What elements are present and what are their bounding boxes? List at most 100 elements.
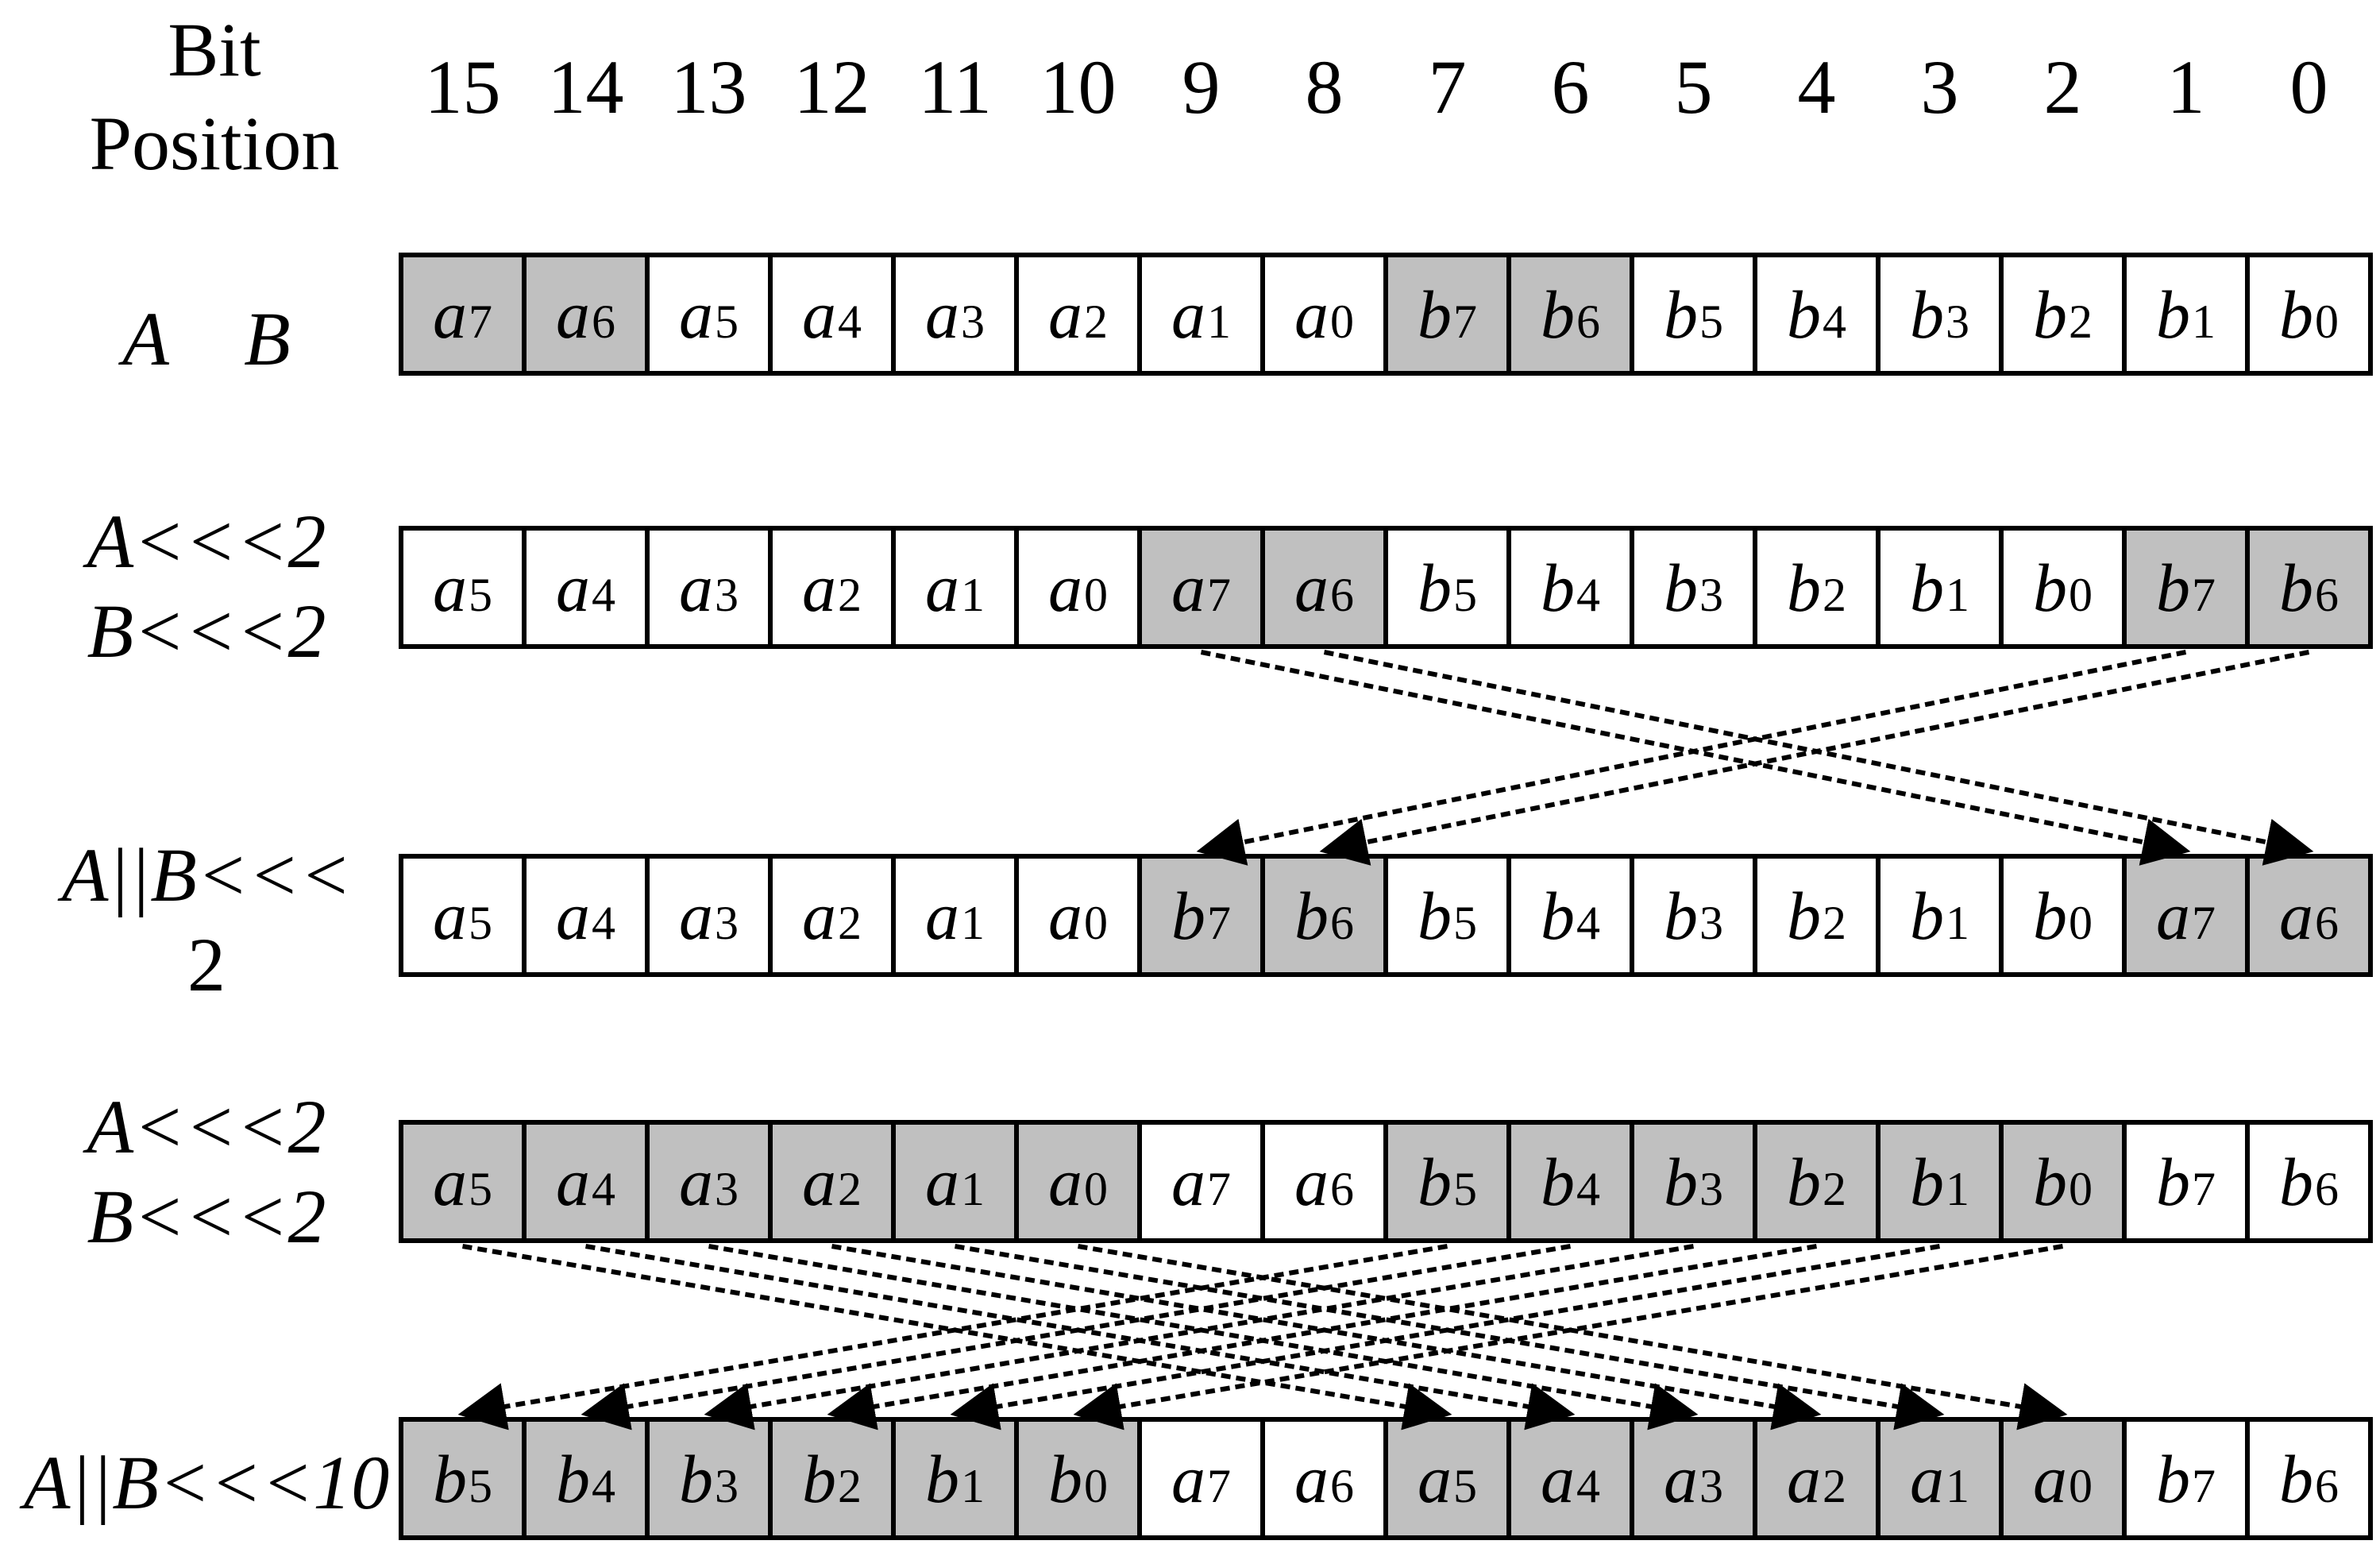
bit-subscript: 1	[2192, 295, 2216, 348]
bit-variable: b	[1787, 276, 1821, 353]
bit-variable: b	[2156, 1143, 2190, 1220]
bit-variable: a	[2033, 1440, 2067, 1517]
bit-subscript: 6	[1330, 897, 1354, 949]
bit-subscript: 0	[1084, 1163, 1108, 1215]
bit-subscript: 4	[592, 1163, 615, 1215]
bit-subscript: 6	[2315, 897, 2339, 949]
bit-variable: a	[2156, 877, 2190, 954]
bit-subscript: 7	[469, 295, 492, 348]
bit-variable: b	[1541, 877, 1575, 954]
bit-subscript: 2	[1823, 897, 1846, 949]
bit-subscript: 1	[1946, 1163, 1969, 1215]
bit-variable: b	[2156, 1440, 2190, 1517]
bit-subscript: 1	[961, 569, 985, 621]
bit-subscript: 5	[1453, 897, 1477, 949]
bit-subscript: 3	[1699, 1163, 1723, 1215]
row-label-line: A B	[122, 296, 291, 381]
bit-position-8: 8	[1305, 44, 1344, 129]
bit-subscript: 5	[469, 897, 492, 949]
bit-variable: a	[1294, 1143, 1329, 1220]
bit-variable: b	[2156, 549, 2190, 626]
bit-position-4: 4	[1797, 44, 1836, 129]
bit-subscript: 3	[715, 569, 739, 621]
bit-subscript: 3	[1699, 569, 1723, 621]
bit-subscript: 1	[1946, 569, 1969, 621]
bit-subscript: 0	[1330, 295, 1354, 348]
bit-subscript: 2	[1823, 569, 1846, 621]
bit-subscript: 0	[2069, 1163, 2093, 1215]
bit-variable: a	[1664, 1440, 1698, 1517]
bit-variable: a	[1171, 276, 1205, 353]
bit-subscript: 3	[1946, 295, 1969, 348]
bit-variable: a	[556, 276, 590, 353]
bit-variable: a	[433, 549, 467, 626]
bit-subscript: 7	[2192, 569, 2216, 621]
bit-position-0: 0	[2289, 44, 2328, 129]
bit-position-3: 3	[1920, 44, 1959, 129]
bit-subscript: 2	[1823, 1460, 1846, 1512]
bit-subscript: 6	[592, 295, 615, 348]
bit-variable: b	[1664, 877, 1698, 954]
row-label-line: A<<<2	[87, 499, 326, 584]
bit-subscript: 4	[1576, 1460, 1600, 1512]
bit-subscript: 7	[2192, 897, 2216, 949]
bit-subscript: 3	[715, 897, 739, 949]
bit-subscript: 7	[1453, 295, 1477, 348]
bit-subscript: 2	[1084, 295, 1108, 348]
bit-position-6: 6	[1551, 44, 1590, 129]
bit-label-line1: Bit	[168, 7, 261, 92]
row-label-line: B<<<2	[87, 589, 326, 674]
bit-variable: b	[433, 1440, 467, 1517]
bit-subscript: 7	[1207, 1163, 1231, 1215]
bit-subscript: 6	[2315, 569, 2339, 621]
bit-subscript: 5	[469, 1163, 492, 1215]
bit-variable: a	[1048, 549, 1082, 626]
bit-variable: b	[1787, 877, 1821, 954]
bit-variable: a	[1294, 549, 1329, 626]
row-label-4: A||B<<<10	[0, 1438, 413, 1527]
bit-variable: b	[2033, 276, 2067, 353]
bit-variable: b	[802, 1440, 836, 1517]
bit-subscript: 3	[961, 295, 985, 348]
bit-subscript: 4	[1576, 1163, 1600, 1215]
bit-subscript: 0	[1084, 569, 1108, 621]
bit-variable: a	[433, 877, 467, 954]
bit-variable: b	[679, 1440, 713, 1517]
bit-subscript: 5	[1699, 295, 1723, 348]
swap-arrow	[1073, 1244, 2064, 1431]
bit-subscript: 0	[1084, 897, 1108, 949]
bit-subscript: 7	[2192, 1163, 2216, 1215]
bit-subscript: 5	[469, 569, 492, 621]
bit-subscript: 6	[1330, 569, 1354, 621]
bit-variable: b	[1787, 1143, 1821, 1220]
bit-subscript: 3	[715, 1163, 739, 1215]
